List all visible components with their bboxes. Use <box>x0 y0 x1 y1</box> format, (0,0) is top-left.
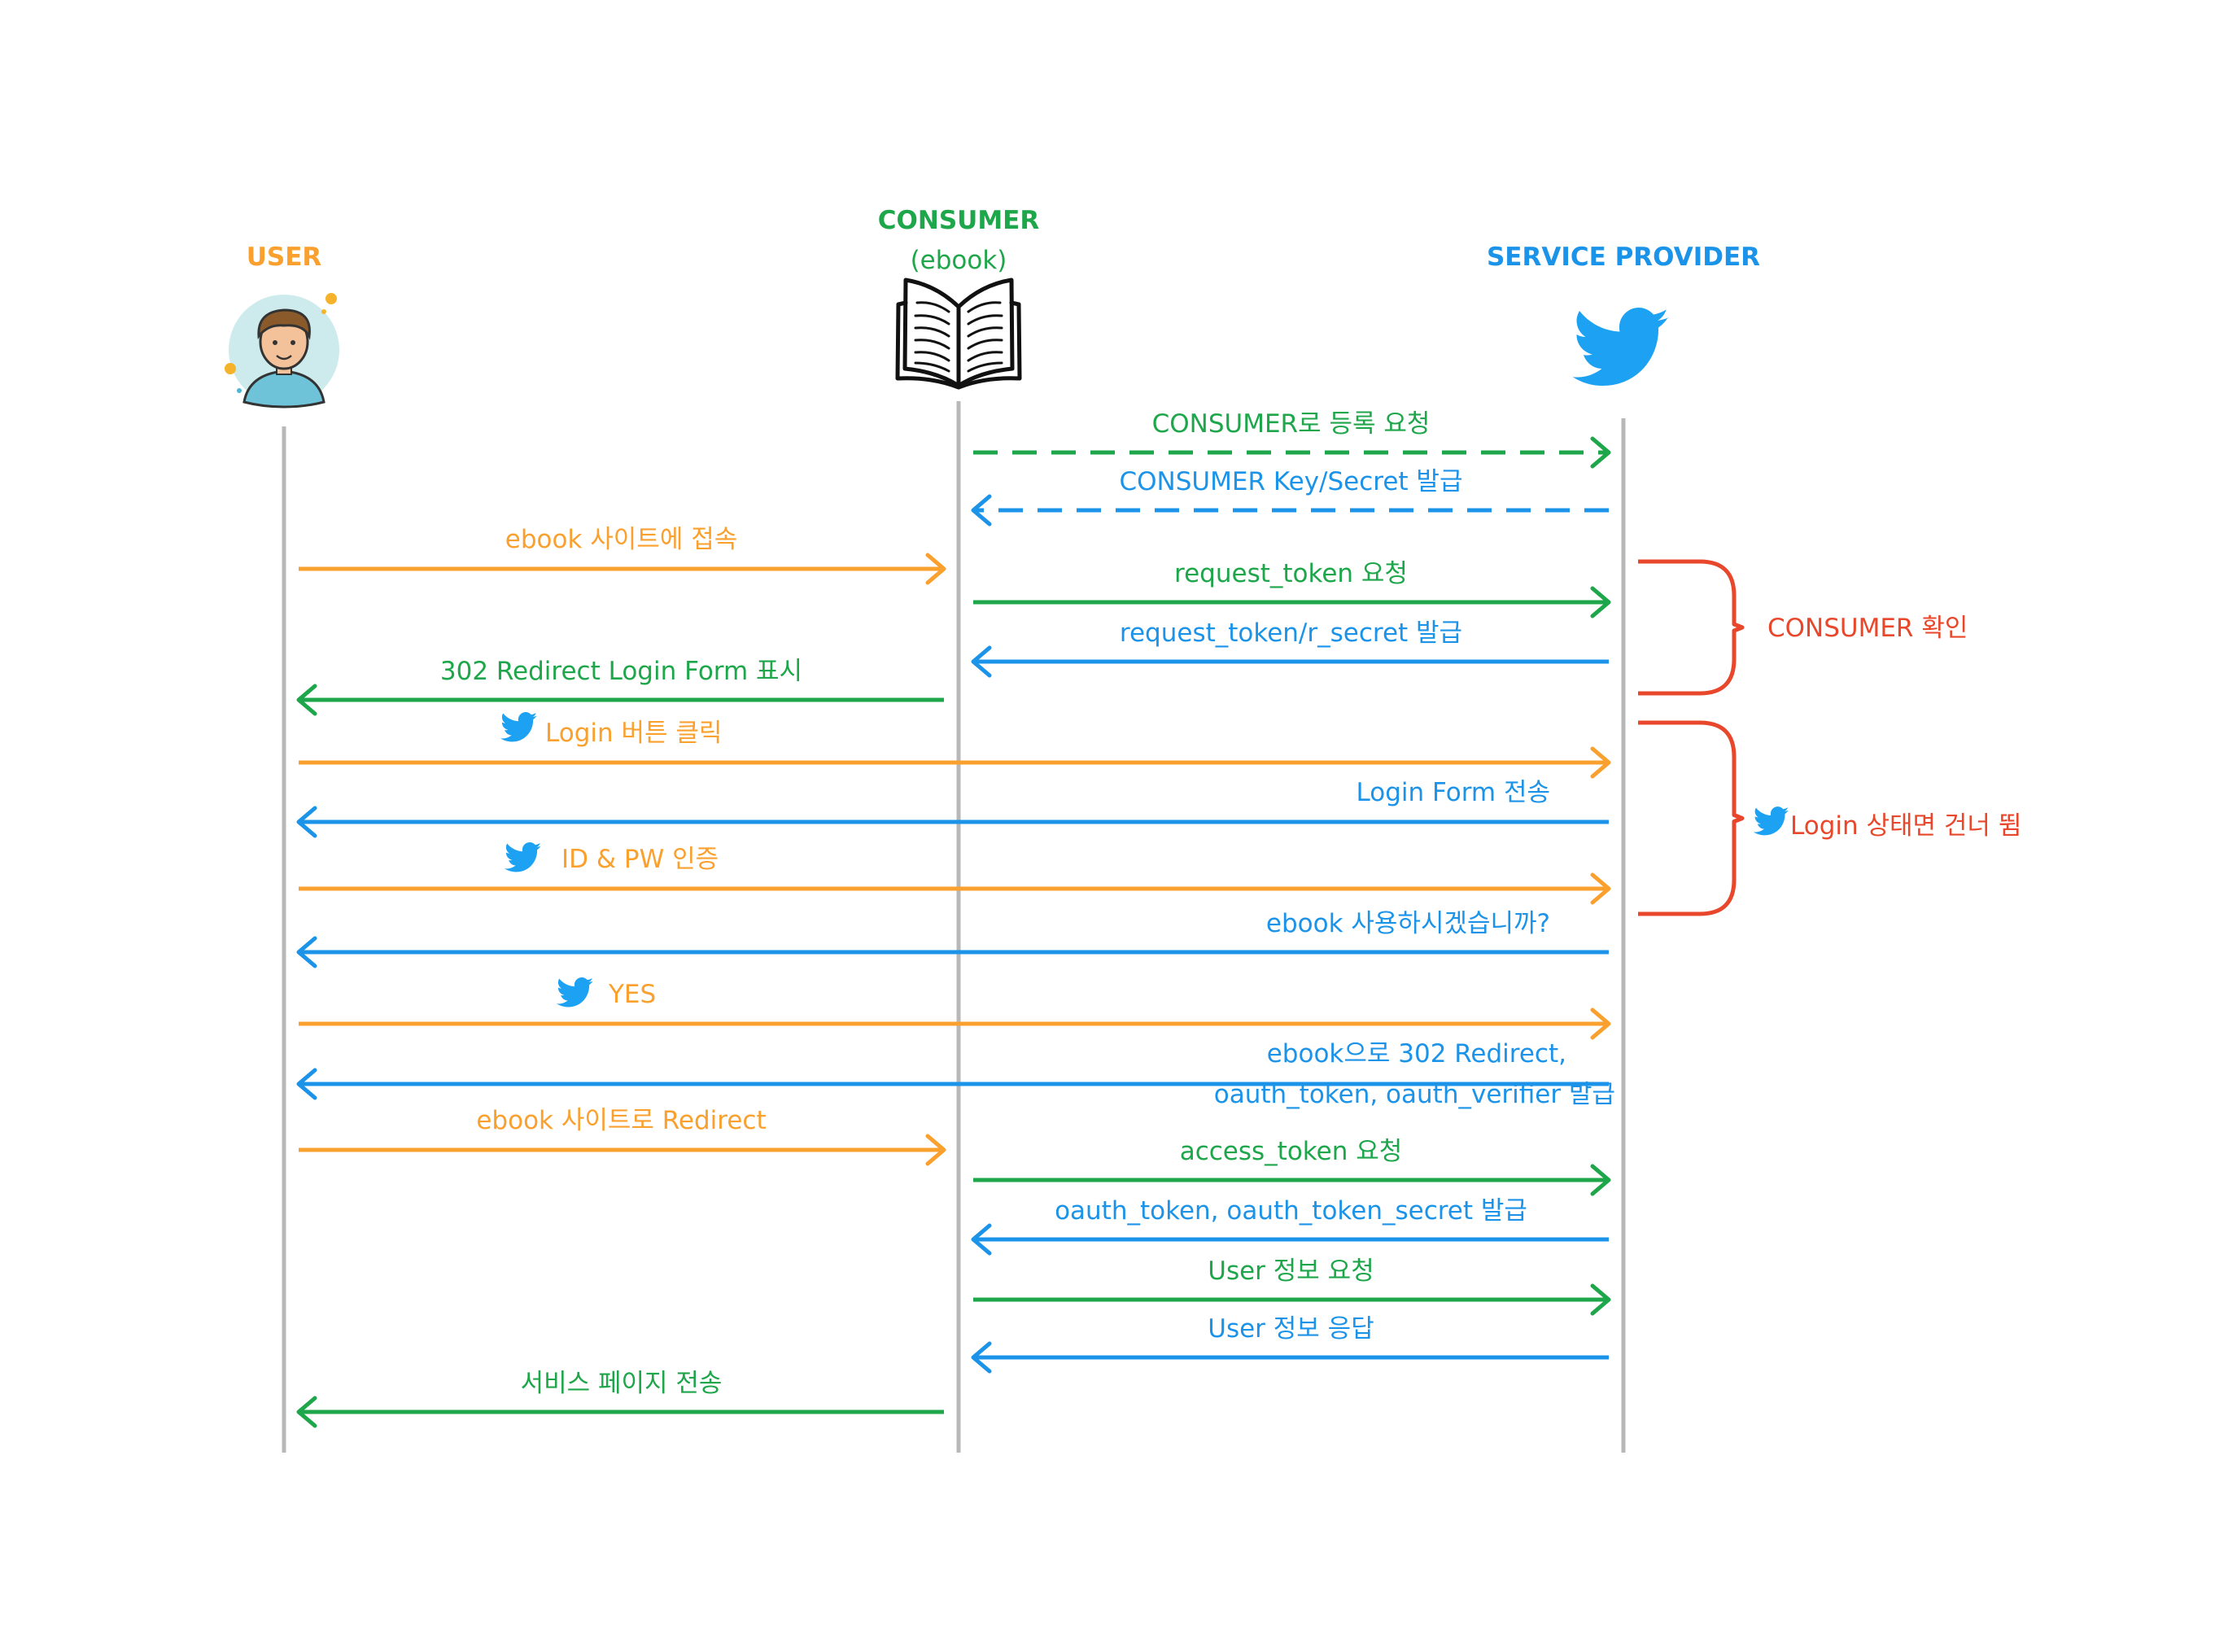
message-label: request_token/r_secret 발급 <box>1120 618 1462 648</box>
twitter-bird-icon <box>557 977 594 1007</box>
message-label: access_token 요청 <box>1180 1137 1403 1166</box>
message-12: ebook으로 302 Redirect, oauth_token, oauth_… <box>296 1039 1615 1109</box>
message-label-2: oauth_token, oauth_verifier 발급 <box>1214 1080 1615 1109</box>
message-10: ebook 사용하시겠습니까? <box>296 909 1609 968</box>
message-label: User 정보 응답 <box>1208 1314 1374 1344</box>
message-arrowhead <box>296 1068 317 1100</box>
message-arrowhead <box>971 494 992 527</box>
message-arrowhead <box>1590 586 1611 618</box>
message-arrowhead <box>1590 1007 1611 1040</box>
message-arrowhead <box>296 684 317 716</box>
message-list: CONSUMER로 등록 요청 CONSUMER Key/Secret 발급 ebo… <box>296 409 1615 1428</box>
message-3: ebook 사이트에 접속 <box>299 525 946 585</box>
message-13: ebook 사이트로 Redirect <box>299 1106 946 1166</box>
message-label: request_token 요청 <box>1174 559 1408 588</box>
twitter-bird-icon <box>1573 308 1669 386</box>
message-9: ID & PW 인증 <box>299 842 1611 905</box>
consumer-title: CONSUMER <box>878 206 1040 235</box>
message-label: CONSUMER Key/Secret 발급 <box>1120 467 1463 496</box>
message-7: Login 버튼 클릭 <box>299 712 1611 779</box>
message-label: User 정보 요청 <box>1208 1256 1374 1286</box>
message-label: oauth_token, oauth_token_secret 발급 <box>1055 1196 1527 1226</box>
consumer-subtitle: (ebook) <box>911 246 1007 275</box>
twitter-bird-icon <box>500 712 538 742</box>
message-label: CONSUMER로 등록 요청 <box>1152 409 1431 439</box>
message-label: ID & PW 인증 <box>561 845 719 874</box>
bracket-shape <box>1638 559 1745 696</box>
message-5: request_token/r_secret 발급 <box>971 618 1609 678</box>
message-11: YES <box>299 977 1611 1040</box>
message-arrowhead <box>925 1134 946 1166</box>
user-title: USER <box>247 243 322 272</box>
message-1: CONSUMER로 등록 요청 <box>973 409 1611 469</box>
bracket-1: CONSUMER 확인 <box>1638 559 1968 696</box>
message-arrowhead <box>971 645 992 678</box>
bracket-label: Login 상태면 건너 뜀 <box>1790 811 2021 841</box>
open-book-icon <box>895 278 1022 390</box>
message-arrowhead <box>1590 1164 1611 1196</box>
message-label: ebook으로 302 Redirect, <box>1267 1039 1566 1069</box>
message-label: ebook 사이트로 Redirect <box>476 1106 766 1135</box>
message-arrowhead <box>1590 1283 1611 1316</box>
twitter-bird-icon <box>505 842 542 872</box>
message-label: Login Form 전송 <box>1357 778 1550 807</box>
message-18: 서비스 페이지 전송 <box>296 1369 944 1428</box>
message-label: ebook 사용하시겠습니까? <box>1266 909 1550 938</box>
message-15: oauth_token, oauth_token_secret 발급 <box>971 1196 1609 1256</box>
user-avatar-icon <box>225 293 339 409</box>
message-arrowhead <box>296 806 317 838</box>
message-arrowhead <box>1590 436 1611 469</box>
message-arrowhead <box>971 1341 992 1374</box>
message-label: 서비스 페이지 전송 <box>521 1369 723 1398</box>
message-label: YES <box>608 980 656 1009</box>
message-label: Login 버튼 클릭 <box>545 719 722 748</box>
message-6: 302 Redirect Login Form 표시 <box>296 657 944 716</box>
message-label: 302 Redirect Login Form 표시 <box>440 657 802 686</box>
twitter-bird-icon <box>1754 806 1789 836</box>
provider-title: SERVICE PROVIDER <box>1487 243 1760 272</box>
message-2: CONSUMER Key/Secret 발급 <box>971 467 1609 527</box>
bracket-label: CONSUMER 확인 <box>1767 614 1968 643</box>
message-arrowhead <box>925 553 946 585</box>
message-arrowhead <box>296 1396 317 1428</box>
message-arrowhead <box>1590 872 1611 905</box>
message-label: ebook 사이트에 접속 <box>505 525 737 554</box>
bracket-2: Login 상태면 건너 뜀 <box>1638 720 2021 916</box>
message-arrowhead <box>971 1223 992 1256</box>
message-17: User 정보 응답 <box>971 1314 1609 1374</box>
message-14: access_token 요청 <box>973 1137 1611 1196</box>
bracket-list: CONSUMER 확인 Login 상태면 건너 뜀 <box>1638 559 2021 916</box>
message-8: Login Form 전송 <box>296 778 1609 838</box>
bracket-shape <box>1638 720 1745 916</box>
message-arrowhead <box>296 936 317 968</box>
message-arrowhead <box>1590 746 1611 779</box>
message-4: request_token 요청 <box>973 559 1611 618</box>
message-16: User 정보 요청 <box>973 1256 1611 1316</box>
